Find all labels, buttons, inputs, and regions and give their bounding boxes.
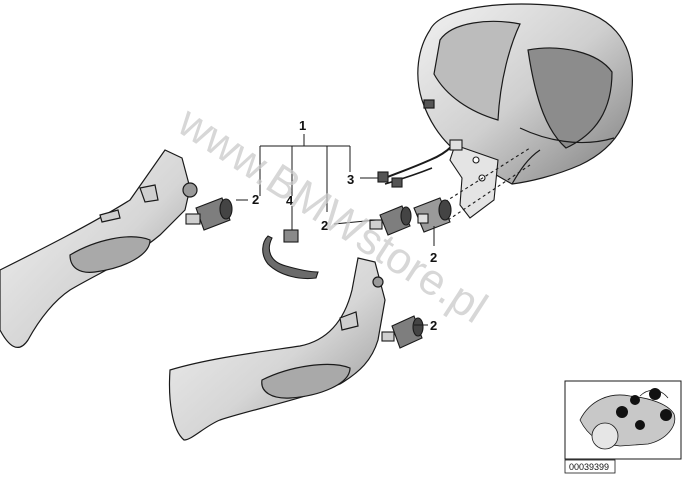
power-socket-right [413, 197, 452, 233]
callout-socket-right: 2 [430, 250, 437, 265]
power-socket-mid [369, 205, 412, 236]
lower-side-panel [168, 257, 386, 441]
mounting-bracket [439, 144, 531, 221]
callout-leaders [236, 134, 435, 326]
power-socket-lower [381, 315, 424, 349]
callout-harness: 3 [347, 172, 354, 187]
part-code: 00039399 [569, 462, 609, 472]
left-side-panel [0, 149, 198, 348]
callout-socket-mid: 2 [321, 218, 328, 233]
wiring-harness [377, 139, 463, 188]
motorcycle-thumbnail-icon: 00039399 [564, 380, 682, 474]
callout-socket-left: 2 [252, 192, 259, 207]
cable-strap [262, 229, 319, 280]
callout-assembly: 1 [299, 118, 306, 133]
top-case [417, 3, 633, 185]
callout-cable-strap: 4 [286, 193, 294, 208]
power-socket-left [185, 197, 233, 231]
callout-socket-lower: 2 [430, 318, 437, 333]
